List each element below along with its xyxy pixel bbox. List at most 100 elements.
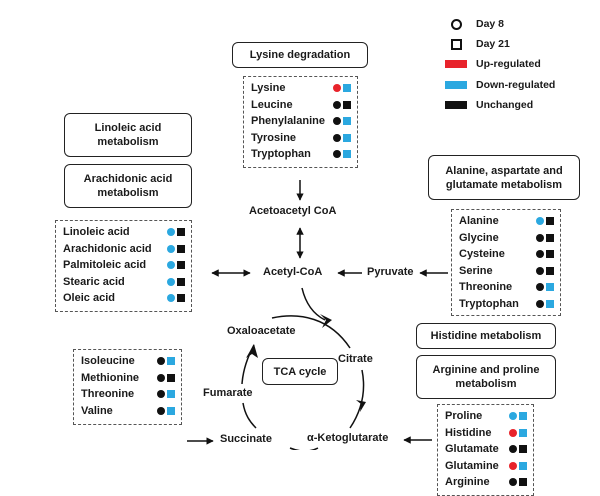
day21-unchanged-marker <box>519 478 527 487</box>
day8-down-marker <box>509 412 517 421</box>
metabolite-row: Histidine <box>445 425 527 442</box>
day8-up-marker <box>509 461 517 470</box>
node-acetyl-coa: Acetyl-CoA <box>263 266 323 278</box>
day21-down-marker <box>167 357 175 366</box>
day21-down-marker <box>343 117 351 126</box>
tca-arc-fumarate-to-succ <box>242 402 257 429</box>
metabolite-name: Stearic acid <box>63 275 125 288</box>
day8-unchanged-marker <box>509 445 517 454</box>
metabolite-row: Lysine <box>251 80 351 97</box>
day21-down-marker <box>343 150 351 159</box>
day21-unchanged-marker <box>177 244 185 253</box>
day8-unchanged-marker <box>536 283 544 292</box>
day8-down-marker <box>167 244 175 253</box>
metabolite-name: Threonine <box>459 281 513 294</box>
day8-unchanged-marker <box>536 299 544 308</box>
metabolite-name: Tryptophan <box>459 297 519 310</box>
day8-up-marker <box>333 84 341 93</box>
metabolite-name: Proline <box>445 410 483 423</box>
node-acetoacetyl-coa: Acetoacetyl CoA <box>249 205 337 217</box>
day8-unchanged-marker <box>157 373 165 382</box>
day21-unchanged-marker <box>177 294 185 303</box>
metabolite-row: Tryptophan <box>459 296 554 313</box>
day8-unchanged-marker <box>157 406 165 415</box>
metabolite-row: Palmitoleic acid <box>63 257 185 274</box>
metabolite-name: Tyrosine <box>251 131 297 144</box>
metabolite-row: Linoleic acid <box>63 224 185 241</box>
day21-unchanged-marker <box>546 233 554 242</box>
day8-down-marker <box>536 217 544 226</box>
metabolite-row: Glycine <box>459 230 554 247</box>
metabolite-name: Histidine <box>445 426 492 439</box>
day8-down-marker <box>167 294 175 303</box>
day21-down-marker <box>519 428 527 437</box>
day21-down-marker <box>343 84 351 93</box>
day21-unchanged-marker <box>546 217 554 226</box>
pathway-tca-cycle: TCA cycle <box>262 358 338 385</box>
metabolite-name: Serine <box>459 264 493 277</box>
pathway-alanine-aspartate-glutamate: Alanine, aspartate and glutamate metabol… <box>428 155 580 200</box>
node-citrate: Citrate <box>338 353 373 365</box>
day21-unchanged-marker <box>519 445 527 454</box>
day8-down-marker <box>167 277 175 286</box>
metabolite-name: Oleic acid <box>63 292 115 305</box>
day8-unchanged-marker <box>157 390 165 399</box>
day21-unchanged-marker <box>177 277 185 286</box>
metabolite-name: Phenylalanine <box>251 115 325 128</box>
day21-down-marker <box>519 461 527 470</box>
day8-unchanged-marker <box>333 133 341 142</box>
metabolite-name: Isoleucine <box>81 355 135 368</box>
day8-unchanged-marker <box>536 250 544 259</box>
metabolite-name: Tryptophan <box>251 148 311 161</box>
metabolite-row: Glutamate <box>445 441 527 458</box>
metabolite-name: Arginine <box>445 476 490 489</box>
metabolite-name: Glycine <box>459 231 499 244</box>
day21-down-marker <box>546 283 554 292</box>
legend-label: Down-regulated <box>476 79 556 91</box>
node-alpha-ketoglutarate: α-Ketoglutarate <box>307 432 389 444</box>
legend-label: Day 8 <box>476 18 505 30</box>
metabolite-name: Palmitoleic acid <box>63 259 147 272</box>
legend-up: Up-regulated <box>444 58 541 70</box>
down-swatch <box>445 81 467 89</box>
metabolite-name: Leucine <box>251 98 293 111</box>
day8-unchanged-marker <box>333 150 341 159</box>
tca-arrowhead-oxalo <box>246 344 258 358</box>
metabolite-name: Valine <box>81 404 113 417</box>
up-swatch <box>445 60 467 68</box>
node-pyruvate: Pyruvate <box>367 266 414 278</box>
legend-down: Down-regulated <box>444 79 555 91</box>
metabolite-name: Linoleic acid <box>63 226 130 239</box>
day8-down-marker <box>167 261 175 270</box>
day8-unchanged-marker <box>536 233 544 242</box>
metabolite-row: Arachidonic acid <box>63 241 185 258</box>
metabolite-row: Oleic acid <box>63 290 185 307</box>
day21-down-marker <box>519 412 527 421</box>
legend-unchanged: Unchanged <box>444 99 533 111</box>
metabolite-row: Glutamine <box>445 458 527 475</box>
metabolite-row: Proline <box>445 408 527 425</box>
node-oxaloacetate: Oxaloacetate <box>227 325 296 337</box>
node-succinate: Succinate <box>220 433 272 445</box>
day8-unchanged-marker <box>509 478 517 487</box>
unchanged-swatch <box>445 101 467 109</box>
pathway-arachidonic-acid: Arachidonic acid metabolism <box>64 164 192 208</box>
tca-arc-fumarate-to-oxalo <box>241 344 255 385</box>
node-fumarate: Fumarate <box>203 387 253 399</box>
tca-arrowhead-akg <box>356 400 366 412</box>
metabolite-name: Cysteine <box>459 248 505 261</box>
day21-down-marker <box>546 299 554 308</box>
metabolite-row: Phenylalanine <box>251 113 351 130</box>
day21-unchanged-marker <box>546 250 554 259</box>
legend-label: Up-regulated <box>476 58 541 70</box>
metabolite-row: Tryptophan <box>251 146 351 163</box>
metabolite-row: Threonine <box>81 386 175 403</box>
metabolite-row: Arginine <box>445 474 527 491</box>
metabolite-row: Serine <box>459 263 554 280</box>
pathway-histidine: Histidine metabolism <box>416 323 556 349</box>
metabolite-row: Leucine <box>251 97 351 114</box>
